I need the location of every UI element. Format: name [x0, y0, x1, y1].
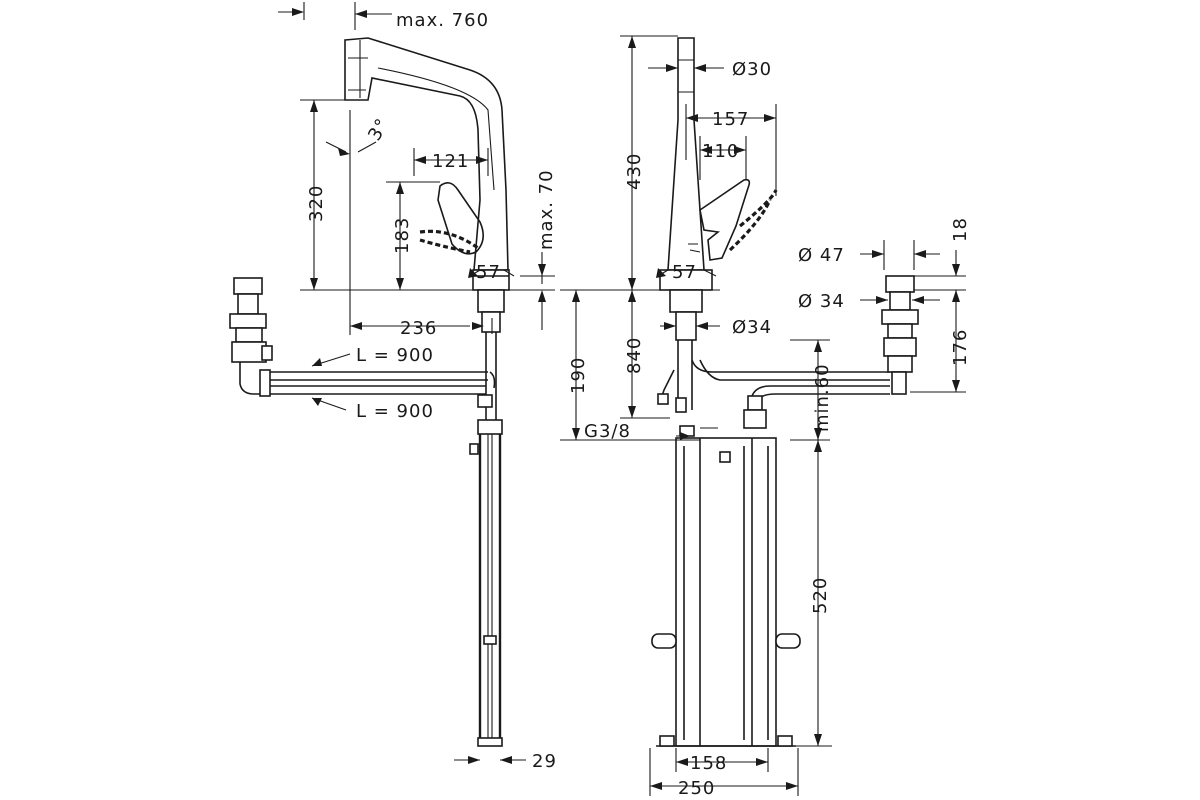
label-valve-outer-diameter: Ø 47 — [798, 245, 845, 266]
dimension-labels: max. 760 320 3° 121 183 max. 70 57 236 L… — [306, 10, 971, 799]
label-body-angle-left: 57 — [476, 262, 501, 283]
label-valve-top: 18 — [950, 217, 971, 242]
valve-right — [881, 275, 919, 395]
front-view — [560, 35, 966, 796]
label-lever-clearance: max. 70 — [536, 169, 557, 250]
label-body-angle-right: 57 — [672, 262, 697, 283]
label-lever-reach: 121 — [432, 151, 469, 172]
label-hose-length-2: L = 900 — [356, 401, 434, 422]
label-top-diameter: Ø30 — [732, 59, 772, 80]
hose-upper — [262, 371, 488, 381]
label-lever-swing-110: 110 — [702, 141, 739, 162]
spout-outline — [344, 37, 509, 271]
label-hose-length-1: L = 900 — [356, 345, 434, 366]
label-below-deck-840: 840 — [624, 337, 645, 374]
label-hole-offset: 236 — [400, 318, 437, 339]
label-lever-swing-157: 157 — [712, 109, 749, 130]
label-connection-thread: G3/8 — [584, 421, 631, 442]
label-min-distance: min.60 — [812, 363, 833, 432]
label-valve-inner-diameter: Ø 34 — [798, 291, 845, 312]
label-spout-angle: 3° — [364, 115, 393, 145]
label-total-height: 430 — [624, 153, 645, 190]
valve-left — [229, 277, 273, 397]
label-shank-diameter: Ø34 — [732, 317, 772, 338]
label-max-reach: max. 760 — [396, 10, 489, 31]
label-valve-height: 176 — [950, 329, 971, 366]
label-box-outer-width: 250 — [678, 778, 715, 799]
label-lever-height: 183 — [392, 217, 413, 254]
drain-hose — [478, 420, 502, 745]
label-box-height: 520 — [810, 577, 831, 614]
label-below-deck-190: 190 — [568, 357, 589, 394]
label-hose-diameter: 29 — [532, 751, 557, 772]
label-spout-height: 320 — [306, 185, 327, 222]
hose-lower — [262, 385, 486, 395]
side-view — [229, 2, 555, 764]
front-lever — [699, 178, 751, 261]
mounting-box — [651, 437, 801, 747]
label-box-inner-width: 158 — [690, 753, 727, 774]
